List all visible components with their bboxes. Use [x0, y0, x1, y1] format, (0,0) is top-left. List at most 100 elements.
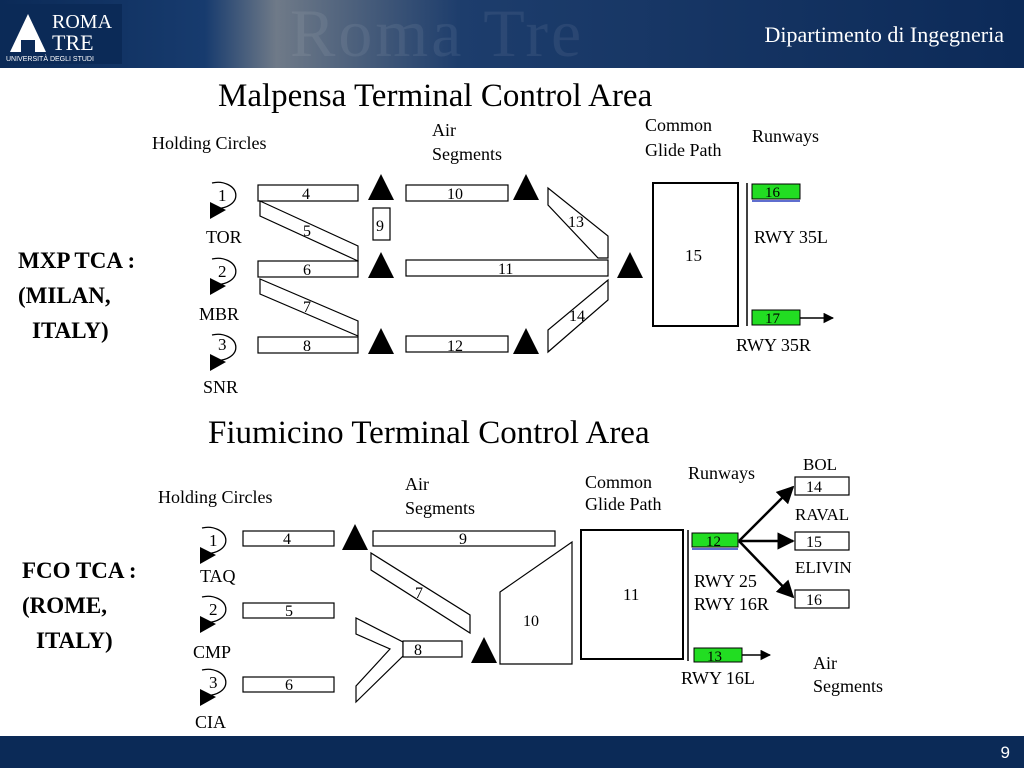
mxp-runway-17-label: 17 [765, 311, 781, 327]
fco-hc-1-number: 1 [209, 531, 218, 550]
mxp-segment-14 [547, 278, 609, 354]
university-logo: ROMA TRE UNIVERSITÀ DEGLI STUDI [4, 4, 122, 64]
mxp-holding-circle-3: 3 SNR [203, 333, 238, 397]
mxp-title: Malpensa Terminal Control Area [218, 78, 653, 114]
fco-dep-air-segments-line-1: Air [813, 653, 837, 673]
mxp-glide-path-line-1: Common [645, 115, 712, 135]
holding-arrow-icon [210, 354, 226, 371]
mxp-runway-16 [751, 183, 801, 200]
fco-dep-15-label: 15 [806, 534, 822, 551]
mxp-hc-2-number: 2 [218, 262, 227, 281]
mxp-holding-circles-label: Holding Circles [152, 133, 267, 153]
mxp-hc-2-name: MBR [199, 304, 239, 324]
mxp-seg-14-label: 14 [569, 308, 585, 325]
mxp-runway-16-label: 16 [765, 185, 781, 201]
fco-dep-16-label: 16 [806, 592, 822, 609]
fco-segment-6 [242, 676, 335, 693]
fco-glide-path-line-2: Glide Path [585, 494, 662, 514]
fco-side-line-1: FCO TCA : [22, 558, 137, 583]
mxp-glide-path-15 [652, 182, 739, 327]
fco-runway-25: RWY 25 [694, 571, 757, 591]
fco-seg-9-label: 9 [459, 531, 467, 548]
waypoint-triangle-icon [513, 328, 539, 354]
mxp-seg-7-label: 7 [303, 299, 311, 316]
mxp-runway-35r: RWY 35R [736, 335, 811, 355]
waypoint-triangle-icon [368, 328, 394, 354]
mxp-air-segments-line-1: Air [432, 120, 456, 140]
mxp-segment-12 [405, 335, 509, 353]
fco-runway-12 [691, 532, 739, 548]
logo-subtitle: UNIVERSITÀ DEGLI STUDI [6, 54, 94, 63]
footer-bar: 9 [0, 736, 1024, 768]
fco-title: Fiumicino Terminal Control Area [208, 415, 650, 451]
mxp-segment-7 [259, 278, 359, 337]
mxp-air-segments-line-2: Segments [432, 144, 502, 164]
fco-seg-5-label: 5 [285, 603, 293, 620]
fco-seg-8-label: 8 [414, 642, 422, 659]
fco-departure-14 [794, 476, 850, 496]
waypoint-triangle-icon [471, 637, 497, 663]
page-number: 9 [1000, 743, 1010, 762]
fco-holding-circles-label: Holding Circles [158, 487, 273, 507]
mxp-hc-3-number: 3 [218, 335, 227, 354]
fco-hc-3-name: CIA [195, 712, 226, 732]
mxp-segment-10 [405, 184, 509, 202]
mxp-glide-path-line-2: Glide Path [645, 140, 722, 160]
mxp-seg-15-label: 15 [685, 246, 702, 265]
mxp-seg-10-label: 10 [447, 186, 463, 203]
mxp-segment-11 [405, 259, 609, 277]
mxp-seg-9-label: 9 [376, 218, 384, 235]
fco-dep-air-segments-line-2: Segments [813, 676, 883, 696]
mxp-side-line-3: ITALY) [32, 318, 109, 343]
waypoint-triangle-icon [368, 252, 394, 278]
fco-runway-16r: RWY 16R [694, 594, 769, 614]
waypoint-triangle-icon [368, 174, 394, 200]
fco-runway-16l: RWY 16L [681, 668, 755, 688]
logo-tre: TRE [52, 30, 94, 55]
fco-holding-circle-3: 3 CIA [195, 668, 227, 732]
fco-glide-path-11 [580, 529, 684, 660]
mxp-segment-9 [372, 207, 391, 241]
holding-arrow-icon [210, 278, 226, 295]
mxp-diagram: Malpensa Terminal Control Area Holding C… [152, 78, 835, 397]
mxp-seg-4-label: 4 [302, 186, 310, 203]
mxp-side-line-2: (MILAN, [18, 283, 111, 308]
fco-segment-9 [372, 530, 556, 547]
mxp-seg-8-label: 8 [303, 338, 311, 355]
waypoint-triangle-icon [342, 524, 368, 550]
fco-segment-4 [242, 530, 335, 547]
fco-dep-14-label: 14 [806, 479, 822, 496]
logo-roma: ROMA [52, 11, 113, 33]
fco-hc-1-name: TAQ [200, 566, 236, 586]
fco-air-segments-line-1: Air [405, 474, 429, 494]
fco-holding-circle-1: 1 TAQ [200, 526, 236, 586]
header-banner: Roma Tre ROMA TRE UNIVERSITÀ DEGLI STUDI… [0, 0, 1024, 68]
mxp-side-line-1: MXP TCA : [18, 248, 136, 273]
fco-dep-raval: RAVAL [795, 505, 849, 524]
fco-runways-label: Runways [688, 463, 755, 483]
department-name: Dipartimento di Ingegneria [764, 22, 1004, 47]
mxp-segment-4 [257, 184, 359, 202]
fco-hc-2-number: 2 [209, 600, 218, 619]
fco-dep-bol: BOL [803, 455, 837, 474]
fco-glide-path-line-1: Common [585, 472, 652, 492]
mxp-holding-circle-1: 1 TOR [206, 181, 242, 247]
holding-arrow-icon [210, 202, 226, 219]
fco-segment-7 [370, 551, 471, 635]
fco-seg-10-label: 10 [523, 613, 539, 630]
mxp-runways-label: Runways [752, 126, 819, 146]
fco-seg-6-label: 6 [285, 677, 293, 694]
fco-dep-elivin: ELIVIN [795, 558, 852, 577]
fco-departure-16 [794, 589, 850, 609]
logo-triangle-icon [10, 14, 46, 52]
holding-arrow-icon [200, 689, 216, 706]
fco-segment-5 [242, 602, 335, 619]
mxp-seg-5-label: 5 [303, 223, 311, 240]
mxp-hc-1-name: TOR [206, 227, 242, 247]
fco-segment-8-in [355, 617, 404, 704]
holding-arrow-icon [200, 547, 216, 564]
mxp-seg-13-label: 13 [568, 214, 584, 231]
tca-diagrams: Malpensa Terminal Control Area Holding C… [152, 78, 883, 732]
fco-diagram: Fiumicino Terminal Control Area Holding … [158, 415, 883, 732]
mxp-seg-12-label: 12 [447, 338, 463, 355]
